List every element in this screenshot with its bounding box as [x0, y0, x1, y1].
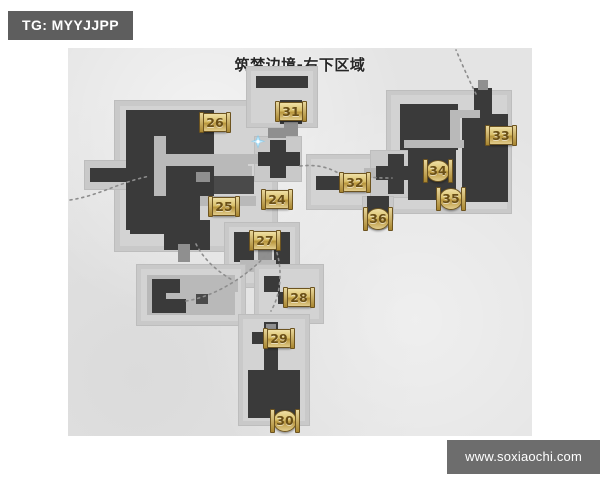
wall-central-cross-h	[258, 152, 300, 166]
floor-east-corridor-a	[404, 140, 464, 148]
wall-east-north-tip	[478, 80, 488, 90]
marker-label: 28	[290, 290, 308, 305]
wall-west-east-block	[214, 176, 254, 194]
map-marker-30[interactable]: 30	[270, 409, 300, 433]
wall-east-north-stub	[474, 88, 492, 116]
wall-southwest-c	[166, 299, 186, 313]
marker-label: 34	[429, 163, 447, 178]
floor-west-corridor-b	[164, 154, 248, 166]
marker-label: 26	[206, 115, 224, 130]
site-watermark: www.soxiaochi.com	[447, 440, 600, 474]
wall-west-notch	[196, 172, 210, 182]
map-marker-24[interactable]: 24	[261, 189, 293, 210]
wall-west-arm	[90, 168, 128, 182]
map-marker-25[interactable]: 25	[208, 196, 240, 217]
map-marker-34[interactable]: 34	[423, 159, 453, 183]
floor-west-corridor-c	[214, 166, 252, 176]
wall-southwest-a	[152, 279, 180, 293]
map-marker-31[interactable]: 31	[275, 101, 307, 122]
wall-north-chamber-bar	[256, 76, 308, 88]
floor-central-west-link	[244, 154, 258, 164]
marker-label: 31	[282, 104, 300, 119]
floor-west-corridor-a	[154, 136, 166, 196]
marker-label: 36	[369, 211, 387, 226]
map-marker-32[interactable]: 32	[339, 172, 371, 193]
map-marker-28[interactable]: 28	[283, 287, 315, 308]
wall-west-foot-stub	[178, 244, 190, 262]
floor-east-notch	[456, 110, 480, 118]
map-marker-26[interactable]: 26	[199, 112, 231, 133]
floor-southwest-corridor	[184, 280, 238, 292]
marker-label: 30	[276, 413, 294, 428]
map-marker-29[interactable]: 29	[263, 328, 295, 349]
wall-southeast-a	[264, 276, 280, 292]
map-marker-35[interactable]: 35	[436, 187, 466, 211]
map-marker-33[interactable]: 33	[485, 125, 517, 146]
wall-southwest-node	[196, 294, 208, 304]
warp-anchor-icon	[250, 134, 266, 149]
marker-label: 35	[442, 191, 460, 206]
wall-north-chamber-stub	[284, 122, 298, 136]
game-map[interactable]: 筑梦边境-右下区域	[68, 48, 532, 436]
map-marker-36[interactable]: 36	[363, 207, 393, 231]
marker-label: 27	[256, 233, 274, 248]
marker-label: 25	[215, 199, 233, 214]
tg-watermark-tag: TG: MYYJJPP	[8, 11, 133, 40]
map-marker-27[interactable]: 27	[249, 230, 281, 251]
floor-east-corridor-b	[450, 110, 460, 142]
marker-label: 24	[268, 192, 286, 207]
marker-label: 29	[270, 331, 288, 346]
marker-label: 32	[346, 175, 364, 190]
marker-label: 33	[492, 128, 510, 143]
wall-southwest-b	[152, 293, 166, 313]
